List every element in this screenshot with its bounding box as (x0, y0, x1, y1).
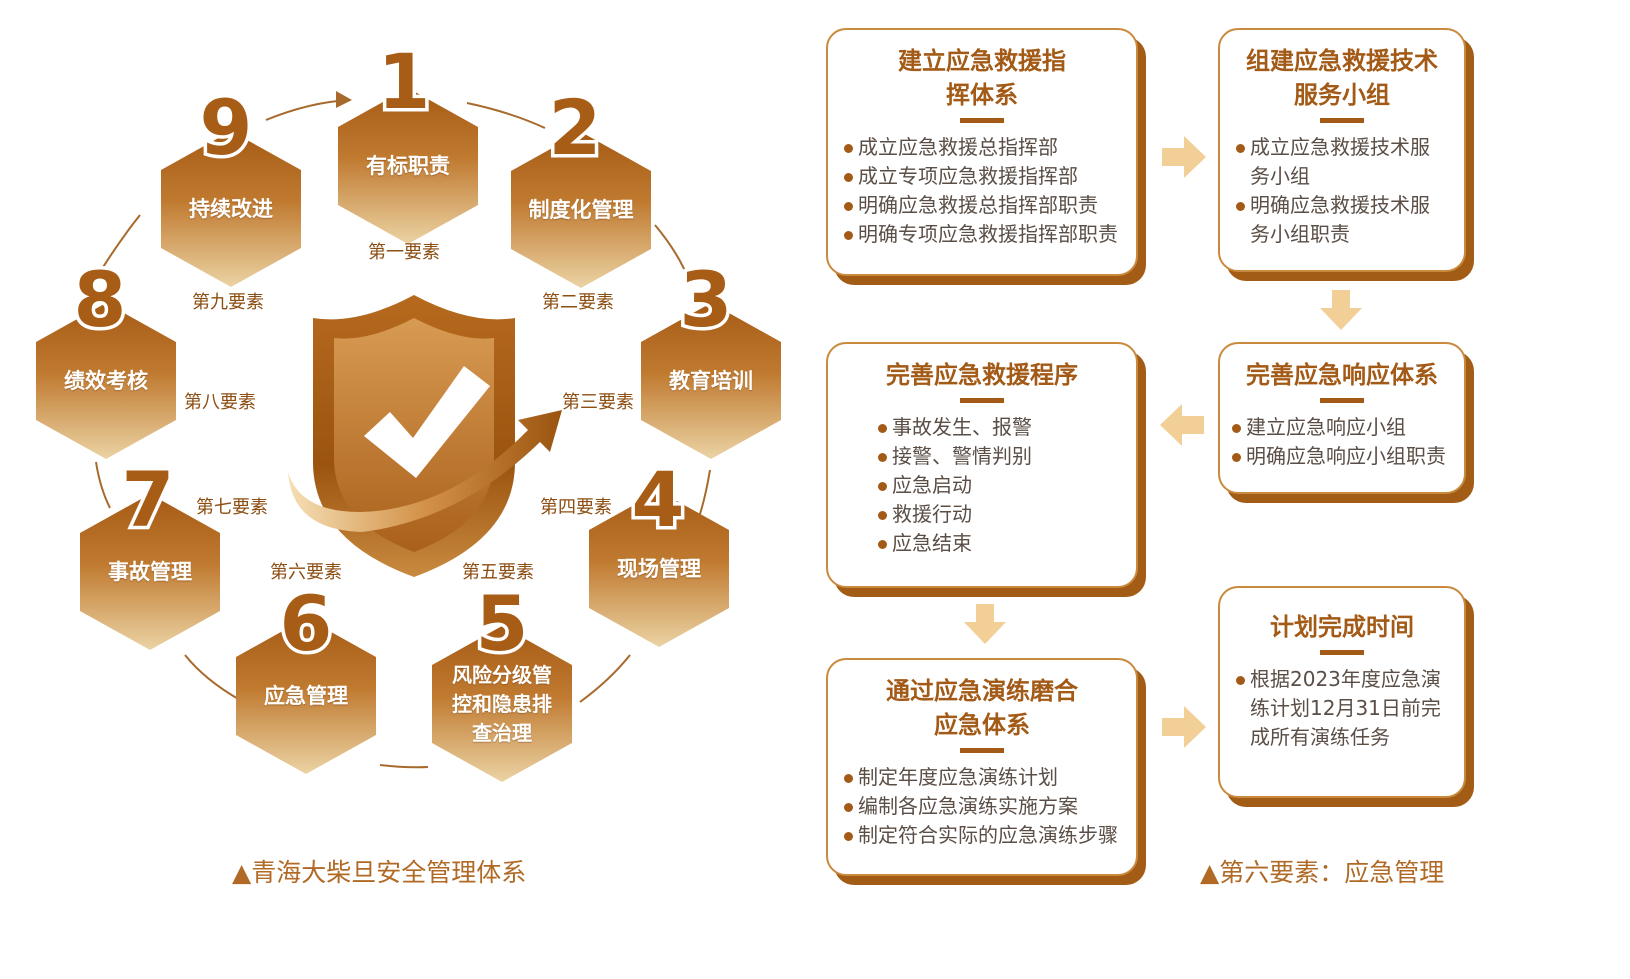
list-item: 明确专项应急救援指挥部职责 (842, 220, 1126, 249)
title-underline (960, 118, 1004, 123)
step-number-2: 2 (545, 82, 605, 173)
element-label-9: 第九要素 (192, 292, 264, 313)
cycle-connectors (95, 99, 711, 769)
card-tech-service-team: 组建应急救援技术服务小组 成立应急救援技术服务小组 明确应急救援技术服务小组职责 (1218, 28, 1466, 272)
list-item: 制定年度应急演练计划 (842, 763, 1126, 792)
cycle-caption: ▲青海大柴旦安全管理体系 (232, 858, 527, 887)
card-rescue-procedure: 完善应急救援程序 事故发生、报警 接警、警情判别 应急启动 救援行动 应急结束 (826, 342, 1138, 588)
list-item: 明确应急救援技术服务小组职责 (1234, 191, 1434, 249)
element-label-5: 第五要素 (462, 562, 534, 583)
list-item: 成立应急救援技术服务小组 (1234, 133, 1434, 191)
step-number-7: 7 (118, 454, 178, 545)
step-number-4: 4 (628, 454, 688, 545)
title-underline (1320, 118, 1364, 123)
hex-label: 制度化管理 (528, 198, 634, 222)
card-list: 根据2023年度应急演练计划12月31日前完成所有演练任务 (1220, 665, 1464, 752)
step-number-5: 5 (472, 578, 532, 669)
element-label-6: 第六要素 (270, 562, 342, 583)
list-item: 明确应急响应小组职责 (1230, 442, 1464, 471)
card-command-system: 建立应急救援指挥体系 成立应急救援总指挥部 成立专项应急救援指挥部 明确应急救援… (826, 28, 1138, 276)
title-underline (960, 748, 1004, 753)
cycle-diagram (95, 91, 711, 769)
card-list: 事故发生、报警 接警、警情判别 应急启动 救援行动 应急结束 (828, 413, 1136, 558)
list-item: 接警、警情判别 (876, 442, 1126, 471)
hex-label: 应急管理 (264, 684, 348, 708)
card-list: 制定年度应急演练计划 编制各应急演练实施方案 制定符合实际的应急演练步骤 (828, 763, 1136, 850)
card-title: 通过应急演练磨合应急体系 (886, 677, 1078, 739)
list-item: 成立应急救援总指挥部 (842, 133, 1126, 162)
card-drill: 通过应急演练磨合应急体系 制定年度应急演练计划 编制各应急演练实施方案 制定符合… (826, 658, 1138, 876)
list-item: 根据2023年度应急演练计划12月31日前完成所有演练任务 (1234, 665, 1452, 752)
step-number-6: 6 (276, 578, 336, 669)
list-item: 应急结束 (876, 529, 1126, 558)
element-label-2: 第二要素 (542, 292, 614, 313)
element-label-4: 第四要素 (540, 497, 612, 518)
card-completion-time: 计划完成时间 根据2023年度应急演练计划12月31日前完成所有演练任务 (1218, 586, 1466, 798)
list-item: 应急启动 (876, 471, 1126, 500)
list-item: 制定符合实际的应急演练步骤 (842, 821, 1126, 850)
list-item: 明确应急救援总指挥部职责 (842, 191, 1126, 220)
card-title: 组建应急救援技术服务小组 (1246, 47, 1438, 109)
step-number-8: 8 (70, 254, 130, 345)
list-item: 事故发生、报警 (876, 413, 1126, 442)
hex-step-6: 应急管理 (236, 618, 376, 774)
cycle-arrowhead (336, 91, 352, 108)
hex-label: 事故管理 (108, 560, 192, 584)
shield-check-icon (288, 295, 562, 577)
element-label-3: 第三要素 (562, 392, 634, 413)
card-list: 建立应急响应小组 明确应急响应小组职责 (1220, 413, 1464, 471)
arrow-right-icon (1162, 706, 1206, 748)
hex-label: 持续改进 (189, 197, 273, 221)
arrow-right-icon (1162, 136, 1206, 178)
step-number-9: 9 (196, 82, 256, 173)
title-underline (1320, 650, 1364, 655)
element-label-1: 第一要素 (368, 242, 440, 263)
title-underline (1320, 398, 1364, 403)
flow-caption: ▲第六要素：应急管理 (1200, 858, 1445, 887)
element-label-7: 第七要素 (196, 497, 268, 518)
card-title: 计划完成时间 (1270, 613, 1414, 641)
hex-label: 现场管理 (617, 557, 701, 581)
card-list: 成立应急救援总指挥部 成立专项应急救援指挥部 明确应急救援总指挥部职责 明确专项… (828, 133, 1136, 249)
step-number-1: 1 (374, 36, 434, 127)
arrow-down-icon (1320, 290, 1362, 330)
hex-label: 教育培训 (669, 369, 753, 393)
arrow-down-icon (964, 604, 1006, 644)
title-underline (960, 398, 1004, 403)
hex-label: 有标职责 (366, 154, 450, 178)
list-item: 救援行动 (876, 500, 1126, 529)
card-list: 成立应急救援技术服务小组 明确应急救援技术服务小组职责 (1220, 133, 1464, 249)
card-response-system: 完善应急响应体系 建立应急响应小组 明确应急响应小组职责 (1218, 342, 1466, 494)
hex-label: 绩效考核 (64, 369, 148, 393)
list-item: 编制各应急演练实施方案 (842, 792, 1126, 821)
hex-step-1: 有标职责 (338, 88, 478, 244)
list-item: 建立应急响应小组 (1230, 413, 1464, 442)
arrow-left-icon (1160, 404, 1204, 446)
card-title: 建立应急救援指挥体系 (898, 47, 1066, 109)
card-title: 完善应急救援程序 (886, 361, 1078, 389)
element-label-8: 第八要素 (184, 392, 256, 413)
step-number-3: 3 (676, 254, 736, 345)
list-item: 成立专项应急救援指挥部 (842, 162, 1126, 191)
hex-label: 风险分级管控和隐患排查治理 (452, 662, 552, 745)
card-title: 完善应急响应体系 (1246, 361, 1438, 389)
